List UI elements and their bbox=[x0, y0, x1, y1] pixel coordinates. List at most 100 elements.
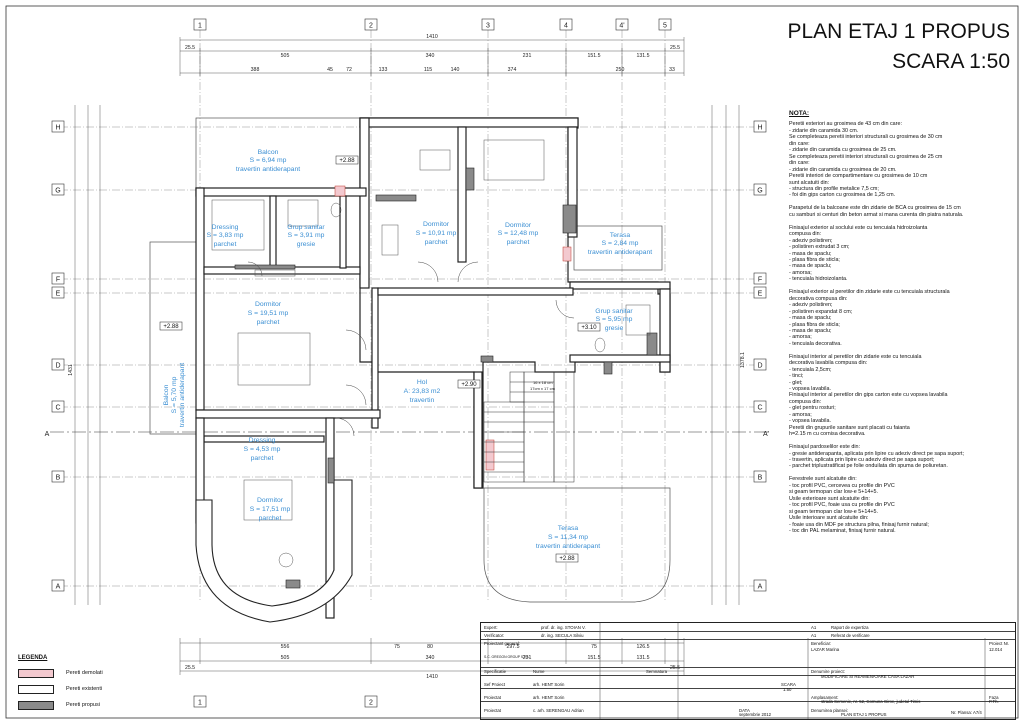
svg-text:E: E bbox=[56, 291, 61, 298]
dim-bottom-total: 1410 bbox=[426, 674, 438, 680]
svg-text:75: 75 bbox=[591, 644, 597, 650]
drawing-scale: SCARA 1:50 bbox=[892, 50, 1010, 73]
svg-text:travertin antiderapant: travertin antiderapant bbox=[536, 543, 600, 550]
svg-text:D: D bbox=[757, 363, 762, 370]
note-line: - toc profil PVC, foaie usa cu profile d… bbox=[789, 502, 895, 509]
svg-text:travertin: travertin bbox=[410, 397, 435, 404]
note-line: - amorsa; bbox=[789, 269, 812, 276]
note-line: - foaie usa din MDF pe structura pilna, … bbox=[789, 521, 929, 528]
note-line: - travertin, aplicata prin lipire cu ade… bbox=[789, 457, 935, 464]
note-line: Parapetul de la balcoane este din zidari… bbox=[789, 205, 961, 212]
svg-text:E: E bbox=[758, 291, 763, 298]
svg-text:1: 1 bbox=[198, 23, 202, 30]
svg-text:F: F bbox=[758, 277, 762, 284]
svg-text:Dormitor: Dormitor bbox=[423, 221, 450, 228]
svg-text:2: 2 bbox=[369, 23, 373, 30]
svg-text:388: 388 bbox=[251, 67, 260, 73]
notes-body: Peretii exteriori au grosimea de 43 cm d… bbox=[789, 121, 1011, 534]
note-line: Ferestrele sunt alcatuite din: bbox=[789, 476, 857, 483]
svg-text:Balcon: Balcon bbox=[258, 149, 279, 156]
title-block-lines bbox=[599, 622, 986, 720]
note-line: - plasa fibra de sticla; bbox=[789, 256, 840, 263]
svg-text:25.5: 25.5 bbox=[670, 45, 680, 51]
svg-text:F: F bbox=[56, 277, 60, 284]
svg-text:parchet: parchet bbox=[259, 515, 282, 522]
note-line: - vopsea lavabila. bbox=[789, 386, 831, 393]
note-line: Finisajul pardoselilor este din: bbox=[789, 444, 861, 451]
svg-text:1: 1 bbox=[198, 700, 202, 707]
svg-text:A: 23,83 m2: A: 23,83 m2 bbox=[404, 388, 441, 395]
note-line: si geam termopan clar low-e 5+14+5. bbox=[789, 508, 878, 515]
note-line: - adeziv polistiren; bbox=[789, 237, 833, 244]
svg-text:S = 19,51 mp: S = 19,51 mp bbox=[248, 310, 289, 317]
note-line: - masa de spaclu; bbox=[789, 327, 832, 334]
note-line: - vopsea lavabila. bbox=[789, 418, 831, 425]
dim-left-total: 1431 bbox=[68, 364, 74, 376]
svg-text:3: 3 bbox=[486, 23, 490, 30]
svg-text:4: 4 bbox=[564, 23, 568, 30]
svg-text:S = 10,91 mp: S = 10,91 mp bbox=[416, 230, 457, 237]
note-line: - gresie antiderapanta, aplicata prin li… bbox=[789, 450, 964, 457]
note-line: Finisajul exterior al peretilor din zida… bbox=[789, 289, 950, 296]
note-line: - polistiren expandat 8 cm; bbox=[789, 308, 853, 315]
svg-text:2: 2 bbox=[369, 700, 373, 707]
section-mark-left: A bbox=[45, 431, 50, 438]
svg-text:S = 17,51 mp: S = 17,51 mp bbox=[250, 506, 291, 513]
note-line: - tencuiala 2,5cm; bbox=[789, 366, 832, 373]
svg-text:80: 80 bbox=[427, 644, 433, 650]
company-name: S.C. GREGON GROUP S.R.L. bbox=[484, 655, 531, 659]
svg-text:5: 5 bbox=[663, 23, 667, 30]
grid-lines bbox=[60, 30, 760, 600]
svg-text:H: H bbox=[757, 125, 762, 132]
svg-text:A: A bbox=[56, 584, 61, 591]
note-line: Finisajul interior al peretilor din gips… bbox=[789, 392, 948, 399]
svg-text:travertin antiderapant: travertin antiderapant bbox=[588, 249, 652, 256]
svg-text:25.5: 25.5 bbox=[670, 665, 680, 671]
svg-text:Terasa: Terasa bbox=[610, 232, 631, 239]
note-line: - foi din gips carton cu grosimea de 1,2… bbox=[789, 192, 896, 199]
note-line: sunt alcatuiti din: bbox=[789, 179, 830, 186]
svg-text:B: B bbox=[56, 475, 61, 482]
svg-text:H: H bbox=[55, 125, 60, 132]
note-line: Peretii interiori de compartimentare cu … bbox=[789, 173, 928, 180]
note-line: - glet; bbox=[789, 379, 803, 386]
svg-text:340: 340 bbox=[426, 53, 435, 59]
legend-item: Pereti propusi bbox=[18, 697, 158, 713]
svg-text:parchet: parchet bbox=[425, 239, 448, 246]
svg-text:G: G bbox=[55, 188, 60, 195]
note-line: - tinci; bbox=[789, 373, 804, 380]
svg-text:Grup sanitar: Grup sanitar bbox=[595, 308, 633, 315]
room-labels: Balcon S = 6,94 mp travertin antiderapan… bbox=[163, 149, 652, 550]
svg-text:parchet: parchet bbox=[507, 239, 530, 246]
svg-text:Hol: Hol bbox=[417, 379, 428, 386]
legend-swatch bbox=[18, 668, 54, 678]
svg-text:C: C bbox=[55, 405, 60, 412]
svg-text:+2.90: +2.90 bbox=[461, 382, 477, 388]
note-line: compusa din: bbox=[789, 231, 822, 238]
note-line: - zidarie din caramida cu grosimea de 20… bbox=[789, 166, 897, 173]
svg-text:Dormitor: Dormitor bbox=[255, 301, 282, 308]
legend: LEGENDA Pereti demolati Pereti existenti… bbox=[18, 655, 158, 713]
axis-labels-left: H G F E D C B A bbox=[51, 120, 65, 592]
svg-text:parchet: parchet bbox=[214, 241, 237, 248]
note-line: - tencuiala decorativa. bbox=[789, 340, 842, 347]
dimensions-sides bbox=[74, 105, 740, 605]
note-line: Finisajul exterior al soclului este cu t… bbox=[789, 224, 928, 231]
note-line: Peretii exteriori au grosimea de 43 cm d… bbox=[789, 121, 902, 128]
note-line: - zidarie din caramida 30 cm. bbox=[789, 127, 859, 134]
note-line: - zidarie din caramida cu grosimea de 25… bbox=[789, 147, 897, 154]
svg-text:151.5: 151.5 bbox=[588, 53, 601, 59]
svg-text:126.5: 126.5 bbox=[637, 644, 650, 650]
note-line: - parchet triplustratificat pe folie ond… bbox=[789, 463, 948, 470]
axis-labels-bottom: 1 2 bbox=[193, 695, 378, 708]
svg-text:115: 115 bbox=[424, 67, 432, 73]
legend-item: Pereti existenti bbox=[18, 681, 158, 697]
note-line: - glet pentru rosturi; bbox=[789, 405, 836, 412]
svg-text:Balcon: Balcon bbox=[163, 384, 170, 405]
note-line: - plasa fibra de sticla; bbox=[789, 321, 840, 328]
svg-text:133: 133 bbox=[379, 67, 388, 73]
note-line: compusa din: bbox=[789, 398, 822, 405]
note-line: Se completeaza peretii interiori structu… bbox=[789, 153, 943, 160]
note-line: - amorsa; bbox=[789, 334, 812, 341]
svg-text:S = 2,84 mp: S = 2,84 mp bbox=[602, 240, 639, 247]
